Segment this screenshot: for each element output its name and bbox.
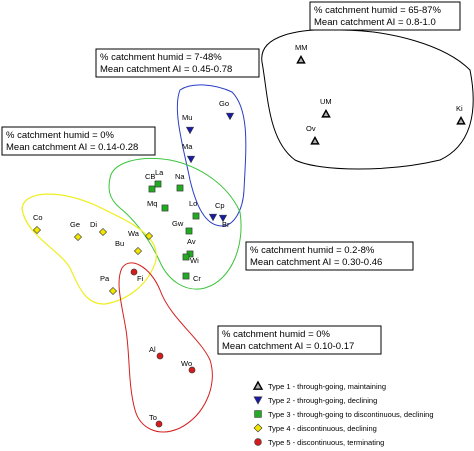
point-label-fi: Fi [137, 274, 144, 283]
legend-label-type2: Type 2 - through-going, declining [268, 396, 377, 405]
point-label-ge: Ge [70, 220, 80, 229]
point-label-av: Av [187, 237, 196, 246]
annotation-type4: % catchment humid = 0% Mean catchment AI… [1, 126, 156, 156]
point-marker-um [321, 108, 331, 118]
point-marker-wo [188, 366, 196, 374]
legend-marker-type2 [253, 396, 263, 405]
point-label-mu: Mu [182, 113, 192, 122]
legend-marker-type1 [252, 380, 264, 390]
type1-outline [261, 29, 474, 170]
annotation-type5: % catchment humid = 0% Mean catchment AI… [217, 325, 382, 355]
legend-label-type5: Type 5 - discontinuous, terminating [268, 438, 384, 447]
point-marker-ki [456, 115, 466, 125]
legend-marker-type5 [254, 438, 262, 446]
point-label-wa: Wa [128, 229, 140, 238]
point-marker-co [32, 225, 42, 235]
point-label-pa: Pa [100, 274, 110, 283]
point-label-to: To [149, 413, 157, 422]
point-marker-di [98, 227, 108, 237]
point-marker-mu [185, 126, 195, 135]
point-marker-la [154, 180, 162, 188]
svg-text:% catchment humid = 0.2-8%: % catchment humid = 0.2-8% [250, 245, 375, 256]
point-marker-ge [73, 232, 83, 242]
point-label-al: Al [149, 345, 156, 354]
point-marker-al [156, 352, 164, 360]
point-marker-ma [186, 155, 196, 164]
point-marker-lo [192, 212, 200, 220]
point-marker-na [176, 184, 184, 192]
point-marker-to [155, 420, 163, 428]
svg-text:% catchment humid = 65-87%: % catchment humid = 65-87% [314, 5, 442, 16]
svg-text:% catchment humid = 0%: % catchment humid = 0% [222, 329, 331, 340]
type3-outline [108, 157, 242, 290]
annotation-type2: % catchment humid = 7-48% Mean catchment… [95, 48, 260, 78]
point-label-mq: Mq [147, 199, 157, 208]
point-label-cb: CB [145, 172, 155, 181]
point-marker-bu [133, 246, 143, 256]
point-label-br: Br [222, 220, 230, 229]
point-label-na: Na [175, 172, 185, 181]
point-label-cp: Cp [215, 201, 225, 210]
point-label-wo: Wo [181, 359, 192, 368]
annotation-type1: % catchment humid = 65-87% Mean catchmen… [309, 1, 461, 31]
point-label-go: Go [219, 99, 229, 108]
svg-text:% catchment humid = 0%: % catchment humid = 0% [6, 130, 115, 141]
point-marker-wa [144, 231, 154, 241]
point-label-ki: Ki [456, 104, 463, 113]
legend-marker-type4 [253, 423, 263, 433]
annotation-type3: % catchment humid = 0.2-8% Mean catchmen… [245, 241, 414, 271]
point-label-bu: Bu [115, 239, 124, 248]
point-label-ov: Ov [306, 124, 316, 133]
point-label-di: Di [90, 220, 97, 229]
point-label-mm: MM [295, 43, 308, 52]
point-label-ma: Ma [182, 142, 193, 151]
legend-label-type1: Type 1 - through-going, maintaining [268, 382, 386, 391]
point-label-co: Co [33, 213, 43, 222]
point-marker-br [208, 213, 218, 222]
point-marker-pa [108, 286, 118, 296]
point-marker-cr [182, 272, 190, 280]
point-label-la: La [155, 168, 164, 177]
point-marker-cb [148, 185, 156, 193]
svg-text:Mean catchment AI = 0.10-0.17: Mean catchment AI = 0.10-0.17 [222, 341, 354, 352]
type5-outline [118, 262, 213, 433]
svg-text:Mean catchment AI = 0.14-0.28: Mean catchment AI = 0.14-0.28 [6, 142, 138, 153]
point-marker-cp [218, 214, 228, 223]
legend-label-type4: Type 4 - discontinuous, declining [268, 424, 377, 433]
svg-text:Mean catchment AI = 0.8-1.0: Mean catchment AI = 0.8-1.0 [314, 17, 436, 28]
svg-text:% catchment humid = 7-48%: % catchment humid = 7-48% [100, 52, 222, 63]
legend: Type 1 - through-going, maintainingType … [252, 380, 434, 447]
point-label-cr: Cr [193, 274, 201, 283]
point-label-um: UM [320, 97, 332, 106]
point-marker-fi [130, 268, 138, 276]
point-marker-mq [161, 204, 169, 212]
type2-outline [176, 84, 247, 227]
point-marker-go [225, 112, 235, 121]
legend-label-type3: Type 3 - through-going to discontinuous,… [268, 410, 434, 419]
legend-marker-type3 [254, 410, 262, 418]
point-marker-mm [296, 54, 306, 64]
point-label-wi: Wi [190, 256, 199, 265]
svg-text:Mean catchment AI = 0.30-0.46: Mean catchment AI = 0.30-0.46 [250, 257, 382, 268]
type4-outline [21, 193, 157, 305]
point-marker-ov [310, 135, 320, 145]
point-marker-gw [185, 227, 193, 235]
point-label-lo: Lo [189, 199, 197, 208]
svg-text:Mean catchment AI = 0.45-0.78: Mean catchment AI = 0.45-0.78 [100, 64, 232, 75]
point-marker-wi [182, 253, 190, 261]
point-label-gw: Gw [172, 219, 184, 228]
